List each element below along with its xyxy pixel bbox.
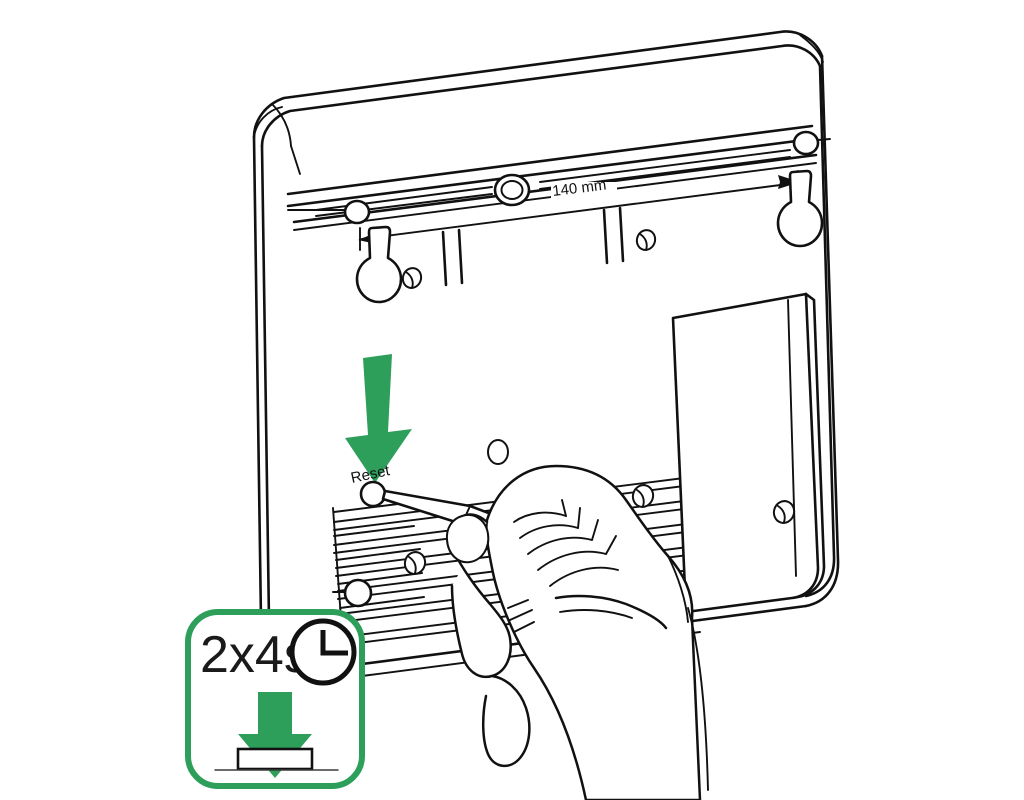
housing-top-bevel-inner: [260, 44, 822, 148]
cover-panel-face: [671, 292, 820, 614]
center-small-hole: [487, 439, 509, 465]
dimension-140mm: 140 mm: [358, 170, 800, 251]
dimension-label-backdrop: [551, 182, 617, 200]
middle-finger-crease: [559, 609, 633, 619]
housing-bottom-right-edge: [698, 604, 808, 622]
callout-arrow-shape: [238, 692, 312, 778]
battery-cover-panel: [671, 292, 826, 614]
finger-split-3: [591, 519, 599, 541]
knuckle-crease-3: [527, 536, 593, 555]
louver-stub-2: [333, 525, 415, 537]
push-button-icon: [214, 747, 339, 771]
wrist-inner-contour: [687, 607, 709, 791]
cover-panel-fold-line: [787, 299, 797, 577]
rail-hole-left: [343, 199, 371, 225]
tick-right-a: [602, 208, 609, 265]
hand-holding-stylus: [445, 464, 709, 800]
finger-split-2: [577, 507, 581, 529]
knuckle-crease-1: [513, 511, 567, 523]
tick-left-a: [441, 230, 448, 287]
cover-panel-screw-slot: [777, 505, 786, 523]
dimension-label: 140 mm: [551, 176, 607, 199]
keyhole-right-shape: [776, 169, 824, 248]
corner-arc-tl-b: [271, 103, 292, 147]
screw-boss-left: [401, 267, 423, 289]
push-button-cap: [236, 747, 314, 771]
rail-groove-right-a: [539, 149, 791, 183]
green-arrow-shape: [345, 354, 412, 483]
down-arrow-icon: [238, 692, 312, 778]
hand-outer-edge-shade: [667, 555, 689, 623]
green-down-arrow-pointer: [345, 354, 412, 483]
rail-hole-right: [792, 130, 820, 156]
cover-panel-right-bevel: [796, 292, 826, 599]
clock-hands: [320, 630, 348, 656]
alignment-ticks-right: [602, 206, 625, 265]
vent-oval-hole-right-slot: [636, 489, 645, 507]
hand-back-outline: [485, 464, 702, 800]
housing-right-edge-outer: [804, 54, 840, 608]
keyhole-left-shape: [355, 225, 403, 304]
thumb-bulge: [482, 674, 531, 767]
housing-top-bevel-outer: [252, 30, 824, 139]
rail-hole-right-tick: [817, 138, 831, 141]
press-duration-callout: 2x4s: [185, 609, 365, 789]
louver-stub-3: [335, 548, 421, 561]
reset-button-hole: [359, 480, 387, 508]
finger-split-1: [561, 499, 567, 517]
corner-arc-tl-c: [290, 145, 301, 175]
keyhole-slot-left: [355, 225, 403, 304]
device-rear-housing: 140 mm: [252, 30, 840, 708]
vent-oval-hole-left-slot: [408, 556, 417, 574]
screw-boss-left-slot: [405, 271, 414, 289]
index-fingernail: [445, 514, 490, 564]
screw-boss-right-slot: [639, 233, 648, 251]
alignment-ticks-left: [441, 228, 464, 287]
skin-crease-c: [513, 621, 535, 633]
dimension-line: [361, 182, 797, 240]
keyhole-slot-right: [776, 169, 824, 248]
screw-boss-right: [635, 229, 657, 251]
tick-right-b: [618, 206, 625, 263]
corner-arc-tl-a: [253, 106, 283, 138]
vent-mount-hole: [343, 578, 373, 608]
tick-left-b: [457, 228, 464, 285]
finger-split-4: [605, 535, 617, 555]
skin-crease-a: [507, 599, 529, 609]
knuckle-crease-5: [549, 566, 619, 587]
rail-top-edge-2: [286, 137, 814, 208]
clock-icon: [289, 618, 357, 686]
rail-top-edge: [286, 124, 814, 196]
corner-arc-tr: [799, 34, 824, 63]
center-mount-hole-inner: [500, 180, 524, 200]
knuckle-crease-4: [537, 550, 607, 571]
skin-crease-b: [509, 609, 533, 621]
knuckle-crease-2: [519, 524, 579, 539]
housing-right-edge-inner: [804, 64, 836, 598]
housing-left-edge-inner: [260, 144, 272, 690]
rail-groove-left-b: [315, 193, 493, 217]
